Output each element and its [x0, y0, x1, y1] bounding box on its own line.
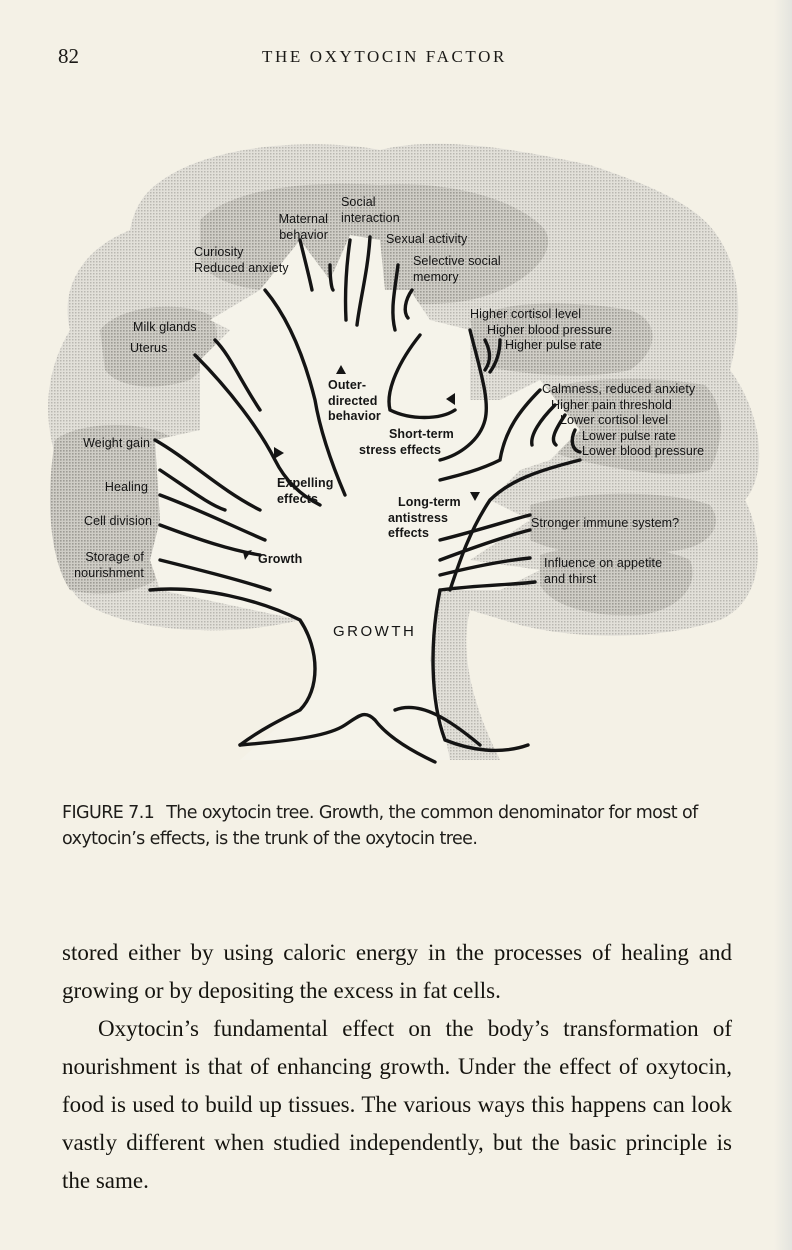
label-milk-glands: Milk glands	[133, 320, 197, 336]
label-healing: Healing	[60, 480, 148, 496]
label-line: memory	[413, 269, 459, 284]
arrow-left-icon	[446, 393, 455, 405]
paragraph: Oxytocin’s fundamental effect on the bod…	[62, 1016, 732, 1193]
label-line: Reduced anxiety	[194, 260, 289, 275]
tree-outline	[148, 235, 582, 764]
label-uterus: Uterus	[130, 341, 167, 357]
label-immune-system: Stronger immune system?	[531, 516, 679, 532]
shade-blob-milk	[100, 306, 218, 387]
label-line: Expelling	[277, 476, 334, 490]
arrow-down-icon	[470, 492, 480, 501]
arrow-down-left-icon	[243, 550, 252, 560]
label-line: Sexual activity	[386, 232, 468, 246]
label-line: Outer-	[328, 378, 367, 392]
label-line: Influence on appetite	[544, 556, 663, 570]
label-line: interaction	[341, 210, 400, 225]
label-curiosity: Curiosity Reduced anxiety	[194, 245, 289, 276]
body-text: stored either by using caloric energy in…	[62, 934, 732, 1200]
shade-blob-calm	[520, 378, 721, 475]
label-outer-directed-behavior: Outer- directed behavior	[328, 378, 381, 425]
paragraph: stored either by using caloric energy in…	[62, 940, 732, 1003]
label-weight-gain: Weight gain	[60, 436, 150, 452]
running-head: 82 THE OXYTOCIN FACTOR	[0, 44, 792, 74]
label-line: Higher pulse rate	[505, 338, 602, 352]
label-line: directed	[328, 393, 378, 408]
label-line: behavior	[328, 409, 381, 423]
label-line: Healing	[104, 480, 148, 494]
label-selective-social-memory: Selective social memory	[413, 254, 501, 285]
label-line: Short-term	[389, 427, 454, 441]
page-number: 82	[58, 44, 79, 68]
arrow-right-icon	[274, 447, 284, 459]
label-cell-division: Cell division	[60, 514, 152, 530]
label-line: effects	[388, 526, 429, 540]
label-higher-stress: Higher cortisol level Higher blood press…	[470, 307, 612, 354]
tree-body	[150, 235, 580, 760]
label-line: Higher blood pressure	[487, 322, 613, 337]
label-line: effects	[277, 491, 318, 506]
label-line: Lower pulse rate	[582, 428, 677, 443]
label-line: behavior	[279, 227, 328, 242]
label-line: Growth	[258, 552, 303, 566]
label-line: Weight gain	[83, 436, 150, 450]
caption-text: The oxytocin tree. Growth, the common de…	[62, 803, 698, 849]
label-line: Uterus	[130, 341, 168, 355]
label-appetite-thirst: Influence on appetite and thirst	[544, 556, 662, 587]
shade-blob-immune	[530, 493, 716, 556]
label-line: nourishment	[74, 565, 144, 580]
label-long-term-antistress: Long-term antistress effects	[388, 495, 461, 542]
figure-number: FIGURE 7.1	[62, 803, 155, 823]
label-maternal-behavior: Maternal behavior	[268, 212, 328, 243]
label-line: Long-term	[398, 495, 461, 509]
shade-blob-appetite	[540, 545, 693, 616]
label-line: Calmness, reduced anxiety	[542, 382, 696, 396]
shade-blob-stress	[470, 303, 653, 376]
label-line: Social	[341, 195, 376, 209]
label-line: Higher cortisol level	[470, 307, 582, 321]
label-expelling-effects: Expelling effects	[277, 476, 333, 507]
label-line: Lower blood pressure	[582, 444, 705, 458]
label-trunk-growth: GROWTH	[333, 623, 417, 640]
tree-diagram	[48, 143, 760, 764]
label-calmness: Calmness, reduced anxiety Higher pain th…	[542, 382, 704, 460]
label-growth-branch: Growth	[258, 552, 302, 568]
label-line: Curiosity	[194, 245, 244, 259]
label-line: Lower cortisol level	[560, 413, 669, 427]
label-line: and thirst	[544, 571, 597, 586]
label-line: Maternal	[278, 212, 328, 226]
label-social-interaction: Social interaction	[341, 195, 400, 226]
label-storage-of-nourishment: Storage of nourishment	[50, 550, 144, 581]
label-line: Selective social	[413, 254, 501, 268]
page-edge-shadow	[774, 0, 792, 1250]
label-line: Storage of	[85, 550, 144, 564]
shade-blob-left	[50, 425, 185, 594]
direction-arrows	[243, 365, 480, 560]
label-line: Stronger immune system?	[531, 516, 680, 530]
book-title: THE OXYTOCIN FACTOR	[262, 47, 507, 66]
label-short-term-stress: Short-term stress effects	[359, 427, 454, 458]
arrow-up-icon	[336, 365, 346, 374]
label-line: Higher pain threshold	[551, 397, 672, 412]
label-sexual-activity: Sexual activity	[386, 232, 467, 248]
oxytocin-tree-figure: Social interaction Maternal behavior Sex…	[0, 120, 792, 800]
label-line: stress effects	[359, 442, 442, 457]
label-line: Milk glands	[133, 320, 197, 334]
label-line: Cell division	[84, 514, 152, 528]
label-line: antistress	[388, 510, 449, 525]
